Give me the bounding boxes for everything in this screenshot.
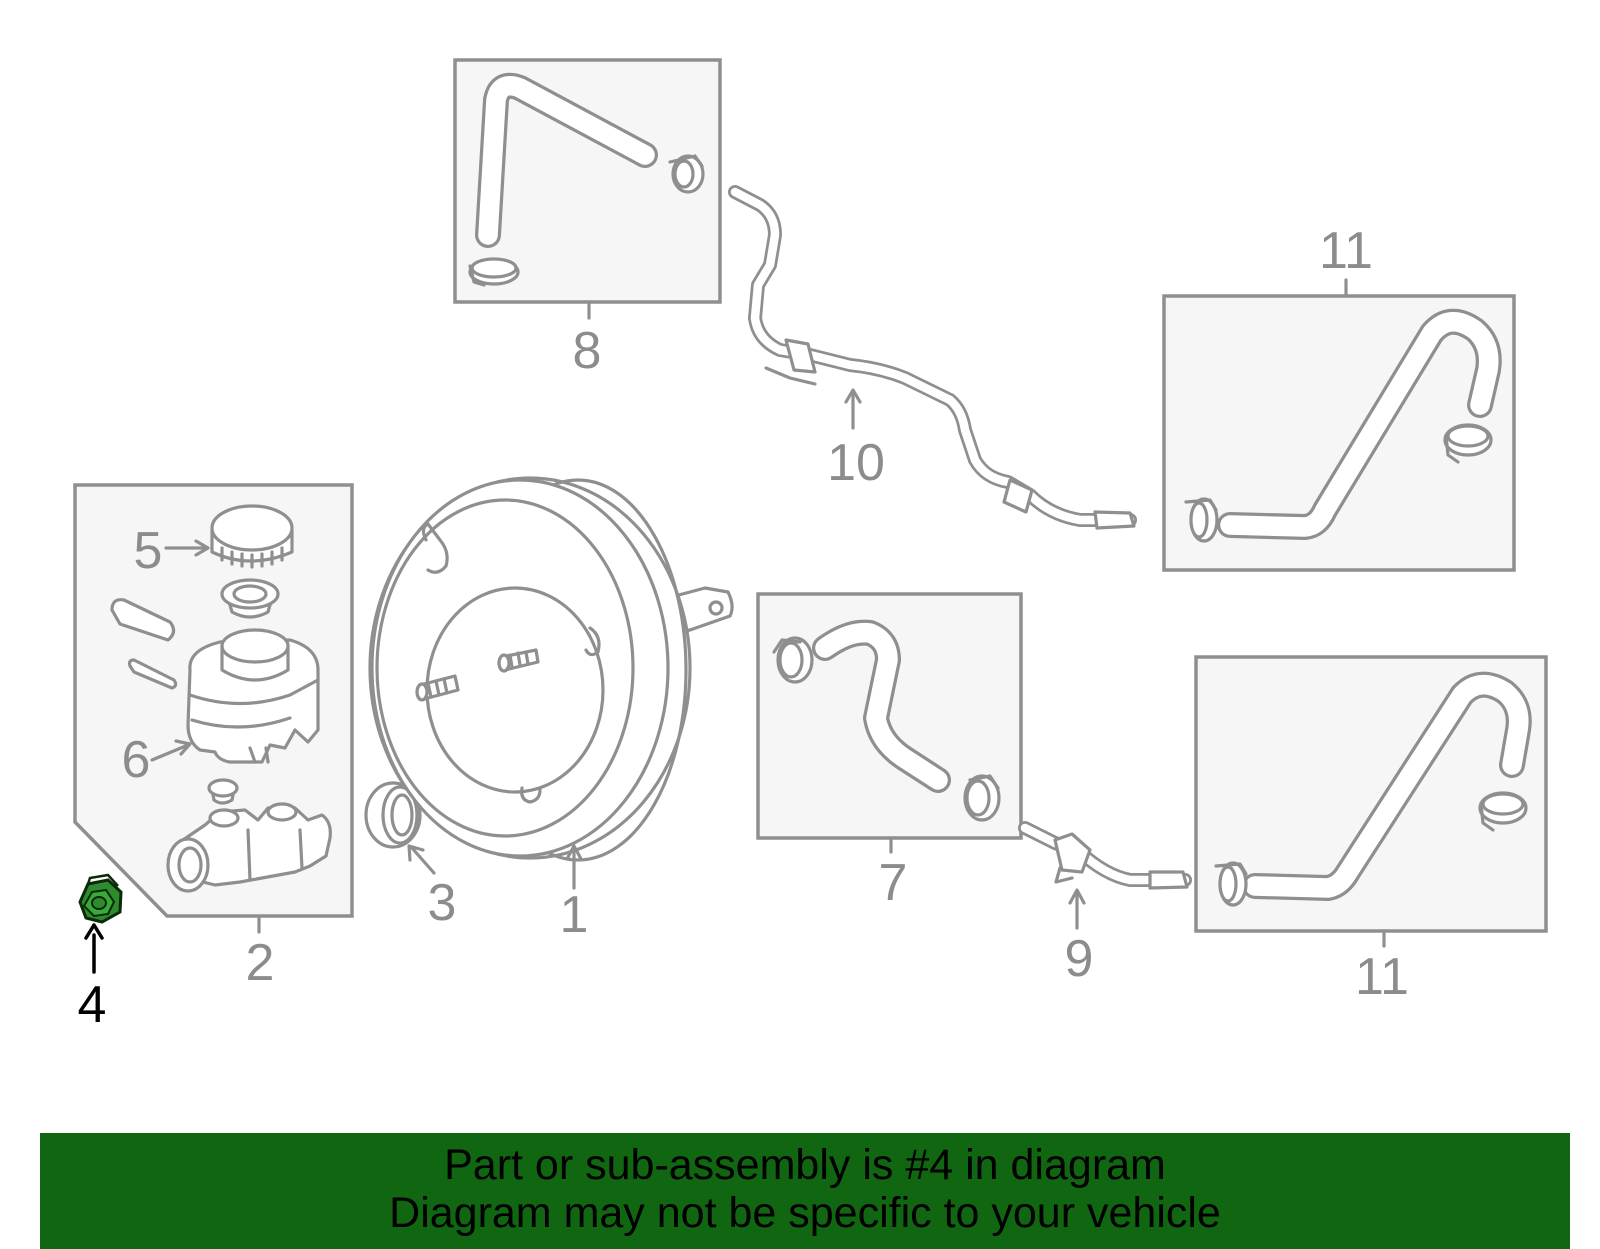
part-4-nut[interactable]	[78, 873, 123, 924]
part-11-hose-kit-lower[interactable]	[1194, 655, 1548, 948]
hose-clamp-icon	[772, 636, 814, 684]
callout-9-arrow	[1068, 888, 1086, 930]
callout-2: 2	[246, 934, 275, 992]
part-8-hose-kit[interactable]	[453, 58, 722, 320]
hose-clamp-icon	[1478, 791, 1528, 832]
callout-3-arrow	[407, 844, 436, 875]
stud-icon	[415, 674, 460, 702]
callout-7: 7	[879, 854, 908, 912]
part-9-check-valve[interactable]	[1018, 821, 1192, 890]
callout-1: 1	[560, 886, 589, 944]
reservoir-strainer-icon	[220, 578, 280, 619]
hose-clamp-icon	[1443, 423, 1493, 464]
part-6-reservoir[interactable]	[186, 628, 320, 764]
callout-11-bottom: 11	[1355, 948, 1409, 1006]
part-5-reservoir-cap[interactable]	[210, 504, 294, 569]
part-10-vacuum-pipe[interactable]	[728, 185, 1137, 530]
banner-line-disclaimer: Diagram may not be specific to your vehi…	[389, 1189, 1221, 1237]
hose-clamp-icon	[1184, 497, 1219, 543]
callout-1-arrow	[565, 844, 583, 890]
master-cylinder-body-icon	[166, 802, 332, 893]
part-1-brake-booster[interactable]	[368, 476, 734, 862]
hose-clamp-icon	[468, 257, 520, 287]
banner-line-part: Part or sub-assembly is #4 in diagram	[444, 1141, 1166, 1189]
callout-9: 9	[1065, 930, 1094, 988]
hose-clamp-icon	[1214, 861, 1248, 907]
hose-clamp-icon	[668, 154, 705, 194]
stud-icon	[497, 648, 540, 673]
pin-icon	[127, 658, 178, 690]
part-3-gasket[interactable]	[364, 781, 422, 849]
callout-6: 6	[122, 731, 151, 789]
grommet-icon	[207, 778, 239, 805]
callout-6-arrow	[150, 739, 192, 762]
callout-11-top: 11	[1319, 222, 1373, 280]
hose-clamp-icon	[963, 774, 1001, 822]
callout-3: 3	[428, 874, 457, 932]
part-7-hose-kit[interactable]	[756, 592, 1023, 854]
info-banner: Part or sub-assembly is #4 in diagram Di…	[40, 1133, 1570, 1249]
callout-8: 8	[573, 322, 602, 380]
seal-strip-icon	[110, 598, 176, 642]
part-11-hose-kit-upper[interactable]	[1162, 278, 1516, 572]
callout-5: 5	[134, 522, 163, 580]
callout-4-arrow	[84, 923, 104, 974]
callout-5-arrow	[164, 539, 210, 557]
callout-4: 4	[78, 976, 107, 1034]
callout-10: 10	[827, 434, 885, 492]
